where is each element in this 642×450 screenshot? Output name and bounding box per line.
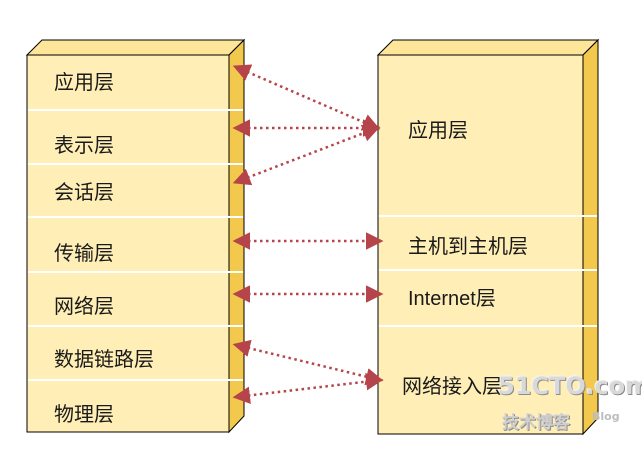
osi-layer-datalink: 数据链路层 xyxy=(54,347,154,371)
osi-layer-transport: 传输层 xyxy=(54,241,114,265)
osi-stack-face xyxy=(26,54,230,433)
tcpip-stack-face xyxy=(377,54,584,435)
tcpip-dividers xyxy=(379,215,597,327)
tcpip-layer-internet: Internet层 xyxy=(408,288,496,310)
osi-layer-presentation: 表示层 xyxy=(54,133,114,157)
osi-stack xyxy=(25,38,246,434)
arrow-application xyxy=(232,64,381,131)
tcpip-stack-top xyxy=(376,39,600,56)
osi-layer-network: 网络层 xyxy=(54,294,114,318)
osi-layer-session: 会话层 xyxy=(54,180,114,204)
arrow-datalink xyxy=(232,339,384,386)
watermark-blog: Blog xyxy=(592,410,620,423)
mapping-arrows xyxy=(232,64,384,405)
watermark-main: 51CTO.com xyxy=(498,372,642,400)
osi-layer-physical: 物理层 xyxy=(54,402,114,426)
arrow-session xyxy=(232,124,381,186)
tcpip-layer-host-to-host: 主机到主机层 xyxy=(408,234,528,258)
watermark-sub: 技术博客 xyxy=(502,413,570,433)
watermark-logo: 51CTO.com 技术博客 Blog xyxy=(498,372,642,438)
osi-dividers xyxy=(28,109,243,381)
osi-stack-top xyxy=(25,39,246,56)
tcpip-layer-network-access: 网络接入层 xyxy=(402,374,502,398)
tcpip-stack xyxy=(376,38,600,436)
osi-layer-application: 应用层 xyxy=(54,70,114,94)
osi-stack-side xyxy=(228,38,245,434)
tcpip-layer-application: 应用层 xyxy=(408,118,468,142)
arrow-physical xyxy=(232,372,384,405)
